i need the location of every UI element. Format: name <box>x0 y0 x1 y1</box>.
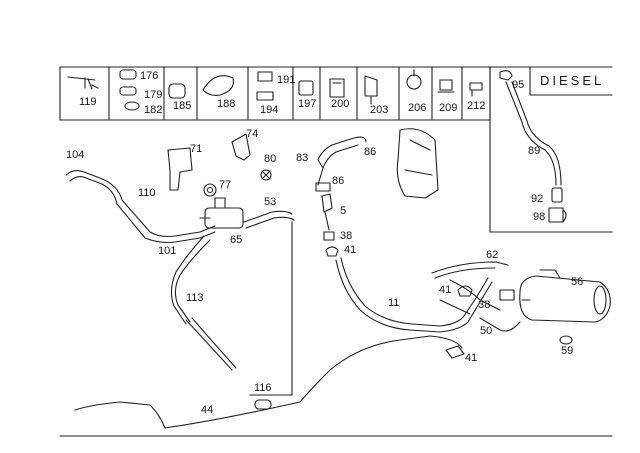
part-number-92[interactable]: 92 <box>531 193 544 205</box>
part-number-110[interactable]: 110 <box>138 187 156 199</box>
part-number-185[interactable]: 185 <box>173 100 192 112</box>
part-number-206[interactable]: 206 <box>408 102 427 114</box>
part-number-65[interactable]: 65 <box>230 234 243 246</box>
part-number-182[interactable]: 182 <box>144 104 163 116</box>
part-number-209[interactable]: 209 <box>439 102 458 114</box>
part-number-5[interactable]: 5 <box>340 205 347 217</box>
part-number-119[interactable]: 119 <box>79 96 97 108</box>
part-number-89[interactable]: 89 <box>528 145 541 157</box>
part-number-86-clip[interactable]: 86 <box>332 175 345 187</box>
header-part-icons <box>67 69 483 111</box>
part-number-104[interactable]: 104 <box>66 149 85 161</box>
part-number-179[interactable]: 179 <box>144 89 163 101</box>
part-number-59[interactable]: 59 <box>561 345 574 357</box>
part-number-44[interactable]: 44 <box>201 404 214 416</box>
variant-label: DIESEL <box>540 73 605 88</box>
part-number-41-mid[interactable]: 41 <box>439 284 452 296</box>
part-number-176[interactable]: 176 <box>140 70 159 82</box>
part-number-191[interactable]: 191 <box>277 74 296 86</box>
part-number-11[interactable]: 11 <box>388 297 400 309</box>
part-number-200[interactable]: 200 <box>331 98 350 110</box>
part-number-77[interactable]: 77 <box>219 179 232 191</box>
part-number-95[interactable]: 95 <box>512 79 525 91</box>
part-number-53[interactable]: 53 <box>264 196 277 208</box>
inset-part-icons <box>499 70 567 223</box>
part-number-83[interactable]: 83 <box>296 152 309 164</box>
part-number-212[interactable]: 212 <box>467 100 486 112</box>
part-number-113[interactable]: 113 <box>186 292 204 304</box>
part-number-62[interactable]: 62 <box>486 249 499 261</box>
part-number-116[interactable]: 116 <box>254 382 272 394</box>
part-number-101[interactable]: 101 <box>158 245 177 257</box>
main-hoses <box>65 136 521 429</box>
part-number-197[interactable]: 197 <box>298 98 317 110</box>
inset-frame <box>489 66 613 233</box>
part-number-38-right[interactable]: 38 <box>478 299 491 311</box>
part-number-38-left[interactable]: 38 <box>340 230 353 242</box>
part-number-41-left[interactable]: 41 <box>344 244 357 256</box>
part-number-194[interactable]: 194 <box>260 104 279 116</box>
part-number-74[interactable]: 74 <box>246 128 259 140</box>
part-number-71[interactable]: 71 <box>190 143 203 155</box>
part-number-86-tank[interactable]: 86 <box>364 146 377 158</box>
part-number-188[interactable]: 188 <box>217 98 236 110</box>
part-number-80[interactable]: 80 <box>264 153 277 165</box>
part-number-56[interactable]: 56 <box>571 276 584 288</box>
part-number-50[interactable]: 50 <box>480 325 493 337</box>
part-number-98[interactable]: 98 <box>533 211 546 223</box>
main-components <box>167 128 611 410</box>
part-number-41-lower[interactable]: 41 <box>465 352 478 364</box>
part-number-203[interactable]: 203 <box>370 104 389 116</box>
